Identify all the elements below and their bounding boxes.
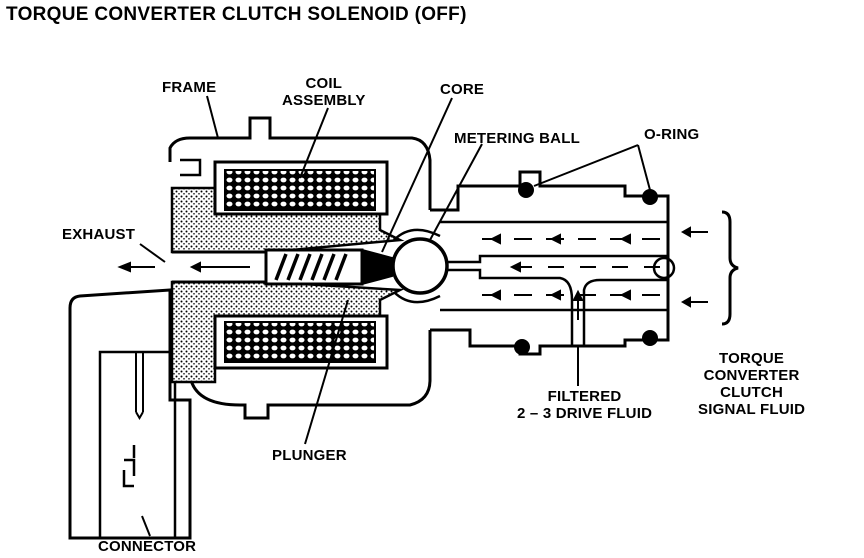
exhaust-bore bbox=[172, 250, 270, 284]
filtered-fluid-label: FILTERED 2 – 3 DRIVE FLUID bbox=[517, 388, 653, 422]
frame-label: FRAME bbox=[162, 79, 217, 96]
exhaust-label: EXHAUST bbox=[62, 226, 136, 243]
signal-fluid-brace bbox=[721, 210, 739, 326]
o-ring-label: O-RING bbox=[644, 126, 700, 143]
metering-ball-label: METERING BALL bbox=[454, 130, 580, 147]
core-label: CORE bbox=[440, 81, 485, 98]
plunger-label: PLUNGER bbox=[272, 447, 347, 464]
leader-lines bbox=[139, 95, 651, 537]
connector-label: CONNECTOR bbox=[98, 538, 197, 555]
frame bbox=[168, 116, 432, 420]
valve-body bbox=[430, 170, 676, 356]
signal-fluid-label: TORQUE CONVERTER CLUTCH SIGNAL FLUID bbox=[698, 350, 806, 418]
flow-arrows bbox=[117, 226, 708, 320]
plunger-spring bbox=[264, 248, 364, 286]
o-rings bbox=[514, 182, 658, 355]
diagram-title: TORQUE CONVERTER CLUTCH SOLENOID (OFF) bbox=[6, 4, 467, 25]
coil-assembly bbox=[213, 160, 389, 370]
metering-ball bbox=[391, 237, 449, 295]
coil-assembly-label: COIL ASSEMBLY bbox=[282, 75, 366, 109]
connector-housing bbox=[68, 288, 192, 540]
